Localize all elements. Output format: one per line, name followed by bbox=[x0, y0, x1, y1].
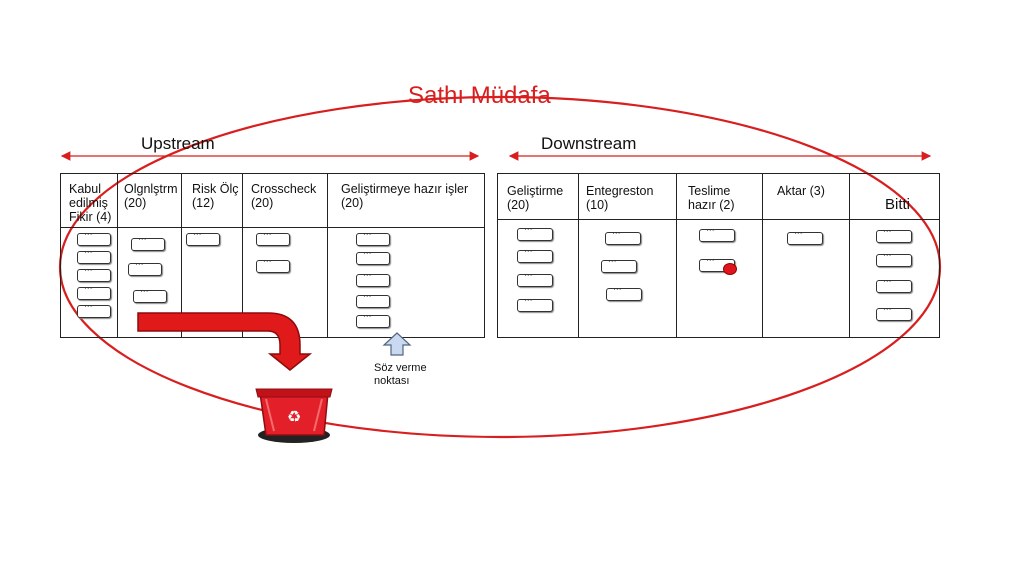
blocker-dot-icon bbox=[723, 263, 737, 275]
work-item-card[interactable] bbox=[256, 257, 290, 273]
column-header-teslime-hazir: Teslime hazır (2) bbox=[688, 184, 735, 212]
work-item-card[interactable] bbox=[517, 271, 553, 287]
column-divider bbox=[578, 174, 579, 337]
header-divider bbox=[61, 227, 484, 228]
work-item-card[interactable] bbox=[876, 305, 912, 321]
column-header-olgunlastirma: Olgnlştrm (20) bbox=[124, 182, 178, 210]
work-item-card[interactable] bbox=[77, 266, 111, 282]
column-header-gelistirme: Geliştirme (20) bbox=[507, 184, 564, 212]
work-item-card[interactable] bbox=[517, 247, 553, 263]
column-header-gelistirmeye-hazir: Geliştirmeye hazır işler (20) bbox=[341, 182, 469, 210]
column-header-risk: Risk Ölç (12) bbox=[192, 182, 239, 210]
column-header-kabul: Kabul edilmiş Fikir (4) bbox=[69, 182, 112, 224]
upstream-board: Kabul edilmiş Fikir (4) Olgnlştrm (20) R… bbox=[60, 173, 485, 338]
svg-text:♻: ♻ bbox=[287, 407, 301, 426]
work-item-card[interactable] bbox=[356, 230, 390, 246]
work-item-card[interactable] bbox=[128, 260, 162, 276]
work-item-card[interactable] bbox=[356, 271, 390, 287]
work-item-card[interactable] bbox=[133, 287, 167, 303]
work-item-card[interactable] bbox=[876, 227, 912, 243]
work-item-card[interactable] bbox=[876, 251, 912, 267]
work-item-card[interactable] bbox=[356, 292, 390, 308]
work-item-card[interactable] bbox=[77, 230, 111, 246]
column-header-bitti: Bitti bbox=[885, 196, 911, 213]
work-item-card[interactable] bbox=[787, 229, 823, 245]
work-item-card[interactable] bbox=[699, 226, 735, 242]
work-item-card[interactable] bbox=[605, 229, 641, 245]
work-item-card[interactable] bbox=[876, 277, 912, 293]
commitment-point-label: Söz verme noktası bbox=[374, 362, 427, 387]
work-item-card[interactable] bbox=[517, 225, 553, 241]
column-divider bbox=[242, 174, 243, 337]
column-divider bbox=[181, 174, 182, 337]
downstream-label: Downstream bbox=[541, 134, 637, 153]
work-item-card[interactable] bbox=[77, 284, 111, 300]
work-item-card[interactable] bbox=[77, 248, 111, 264]
downstream-board: Geliştirme (20) Entegreston (10) Teslime… bbox=[497, 173, 940, 338]
recycle-bin-icon: ♻ bbox=[255, 388, 333, 443]
column-header-entegrasyon: Entegreston (10) bbox=[586, 184, 654, 212]
work-item-card[interactable] bbox=[517, 296, 553, 312]
header-divider bbox=[498, 219, 939, 220]
work-item-card[interactable] bbox=[356, 312, 390, 328]
work-item-card[interactable] bbox=[256, 230, 290, 246]
up-arrow-icon bbox=[382, 332, 412, 356]
work-item-card[interactable] bbox=[186, 230, 220, 246]
column-header-crosscheck: Crosscheck (20) bbox=[251, 182, 317, 210]
work-item-card[interactable] bbox=[77, 302, 111, 318]
work-item-card[interactable] bbox=[601, 257, 637, 273]
column-divider bbox=[676, 174, 677, 337]
work-item-card[interactable] bbox=[131, 235, 165, 251]
work-item-card[interactable] bbox=[356, 249, 390, 265]
column-divider bbox=[327, 174, 328, 337]
column-divider bbox=[762, 174, 763, 337]
column-divider bbox=[117, 174, 118, 337]
column-divider bbox=[849, 174, 850, 337]
diagram-title: Sathı Müdafa bbox=[408, 82, 551, 109]
work-item-card[interactable] bbox=[606, 285, 642, 301]
column-header-aktar: Aktar (3) bbox=[777, 184, 825, 198]
discard-arrow-icon bbox=[137, 312, 313, 371]
upstream-label: Upstream bbox=[141, 134, 215, 153]
